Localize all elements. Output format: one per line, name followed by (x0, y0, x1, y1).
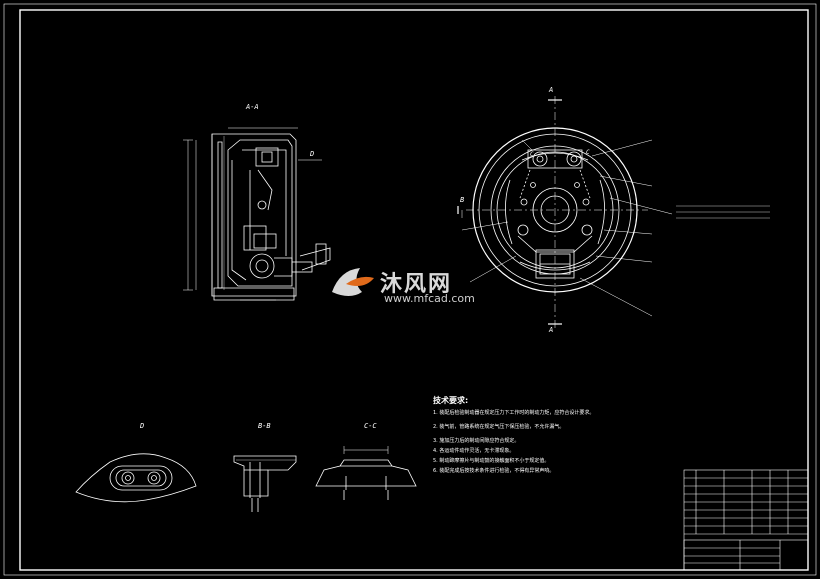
watermark-brand: 沐风网 (380, 272, 453, 297)
tech-note: 5. 制动蹄摩擦片与制动鼓的接触面积不小于规定值。 (433, 458, 550, 464)
main-marker-a-bottom: A (548, 326, 553, 334)
main-marker-ticks (457, 99, 562, 325)
watermark-logo (332, 268, 374, 296)
watermark-url: www.mfcad.com (384, 292, 475, 305)
tech-note: 6. 装配完成后按技术条件进行检验，不得有异常声响。 (433, 468, 555, 474)
section-aa-label: A-A (245, 103, 259, 111)
tech-note: 3. 施加压力后的制动间隙应符合规定。 (433, 438, 520, 444)
side-annotation-lines (676, 205, 770, 219)
detail-d-view (75, 453, 197, 503)
section-aa-view (183, 127, 331, 301)
tech-requirements-title: 技术要求: (433, 396, 469, 405)
section-cc-view (315, 446, 417, 500)
tech-note: 2. 装气前，管路系统在规定气压下保压检验，不允许漏气。 (433, 424, 565, 430)
section-bb-view (233, 455, 297, 512)
main-marker-c: C (530, 151, 534, 158)
detail-d-label: D (139, 422, 144, 430)
section-cc-label: C-C (364, 422, 377, 430)
drawing-frame (3, 3, 817, 576)
main-marker-b: B (460, 196, 464, 204)
main-marker-c2: C (586, 149, 590, 156)
main-view-leaders (461, 139, 673, 317)
main-front-view (466, 96, 648, 330)
main-marker-a-top: A (548, 86, 553, 94)
tech-note: 4. 各运动件动作灵活，无卡滞现象。 (433, 448, 515, 454)
title-block (683, 469, 809, 571)
side-marker-d: D (309, 150, 314, 158)
tech-note: 1. 装配后检验制动器在规定压力下工作时的制动力矩，应符合设计要求。 (433, 410, 595, 416)
section-bb-label: B-B (258, 422, 271, 430)
